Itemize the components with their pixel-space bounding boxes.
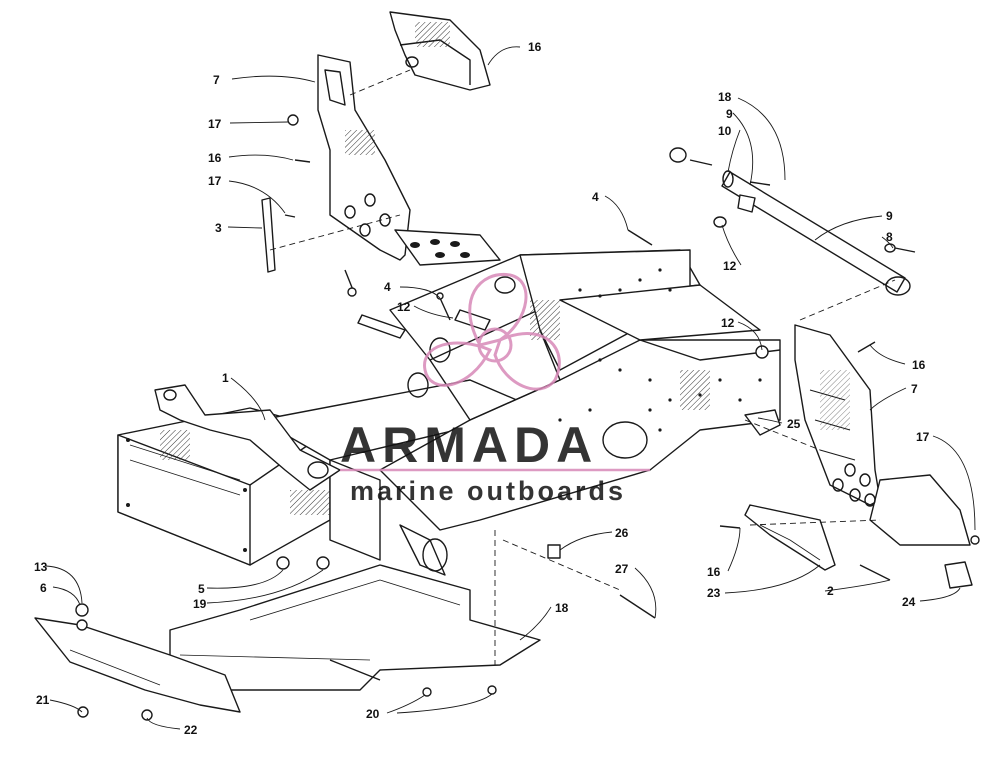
callout-16-right: 16 xyxy=(912,358,926,372)
front-guard xyxy=(34,617,241,713)
callout-10: 10 xyxy=(718,124,732,138)
callout-12-left: 13 xyxy=(34,560,48,574)
callout-12-top: 12 xyxy=(723,259,737,273)
callout-12-mid: 12 xyxy=(721,316,735,330)
bracket-23 xyxy=(744,504,836,571)
callout-19: 19 xyxy=(193,597,207,611)
callout-2: 2 xyxy=(827,584,834,598)
callout-1: 1 xyxy=(222,371,229,385)
strip-24 xyxy=(944,561,973,589)
steering-post-left xyxy=(317,54,501,266)
callout-17-right: 17 xyxy=(916,430,930,444)
main-frame xyxy=(117,249,781,576)
callout-24: 24 xyxy=(902,595,916,609)
callout-21: 21 xyxy=(36,693,50,707)
callout-18: 18 xyxy=(555,601,569,615)
watermark-tagline: marine outboards xyxy=(350,476,626,506)
callout-16-bottom: 16 xyxy=(707,565,721,579)
callout-13: 16 xyxy=(528,40,542,54)
bracket-25 xyxy=(744,409,781,436)
callout-15: 18 xyxy=(718,90,732,104)
watermark-brand: ARMADA xyxy=(340,417,598,473)
callout-9-right: 8 xyxy=(886,230,893,244)
callout-4-right: 4 xyxy=(592,190,599,204)
steering-post-right xyxy=(794,324,971,546)
callout-4-mid: 4 xyxy=(384,280,391,294)
callout-8: 9 xyxy=(886,209,893,223)
callout-9-top: 9 xyxy=(726,107,733,121)
callout-6: 6 xyxy=(40,581,47,595)
leader-lines xyxy=(45,46,976,730)
callout-16-top: 16 xyxy=(208,151,222,165)
callout-17-top: 17 xyxy=(208,174,222,188)
callout-23: 23 xyxy=(707,586,721,600)
callout-11: 12 xyxy=(397,300,411,314)
fasteners xyxy=(75,114,980,721)
callout-20: 20 xyxy=(366,707,380,721)
callout-labels: 7 17 16 17 3 16 18 9 10 4 9 8 12 4 12 12… xyxy=(34,40,930,737)
armada-flower-logo xyxy=(423,272,561,391)
callout-22: 22 xyxy=(184,723,198,737)
callout-7-top: 7 xyxy=(213,73,220,87)
bar-11 xyxy=(357,309,491,339)
bar-3 xyxy=(261,197,276,273)
callout-27: 27 xyxy=(615,562,629,576)
callout-26: 26 xyxy=(615,526,629,540)
callout-3: 3 xyxy=(215,221,222,235)
top-cover xyxy=(389,11,491,91)
callout-7-right: 7 xyxy=(911,382,918,396)
skid-plate xyxy=(169,564,541,691)
steering-tube xyxy=(669,147,916,296)
callout-5: 5 xyxy=(198,582,205,596)
callout-25: 25 xyxy=(787,417,801,431)
callout-14: 17 xyxy=(208,117,222,131)
armada-watermark: ARMADA marine outboards xyxy=(340,272,650,506)
